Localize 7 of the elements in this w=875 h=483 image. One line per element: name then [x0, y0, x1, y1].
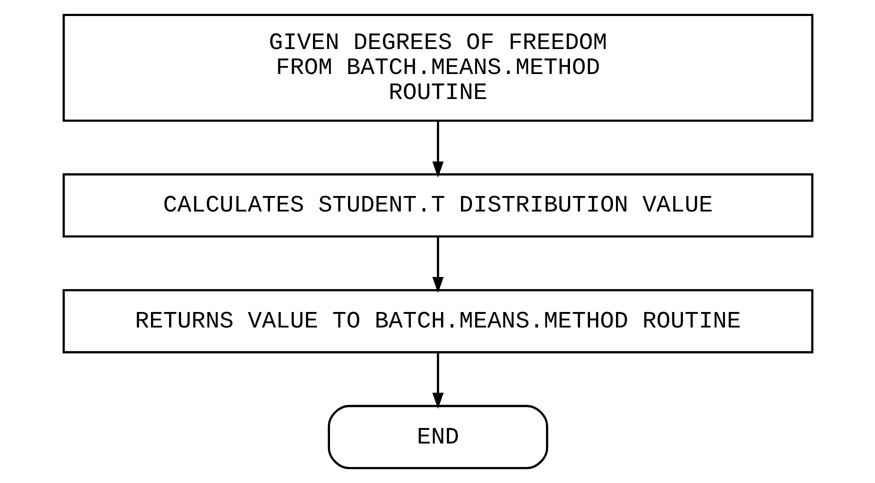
node-box: END — [327, 404, 548, 470]
arrow — [432, 121, 444, 178]
node-box: CALCULATES STUDENT.T DISTRIBUTION VALUE — [62, 173, 813, 238]
arrow — [432, 352, 444, 409]
node-box: GIVEN DEGREES OF FREEDOM FROM BATCH.MEANS.METHOD ROUTINE — [62, 14, 813, 122]
node-box: RETURNS VALUE TO BATCH.MEANS.METHOD ROUTINE — [62, 289, 813, 354]
arrow — [432, 236, 444, 294]
